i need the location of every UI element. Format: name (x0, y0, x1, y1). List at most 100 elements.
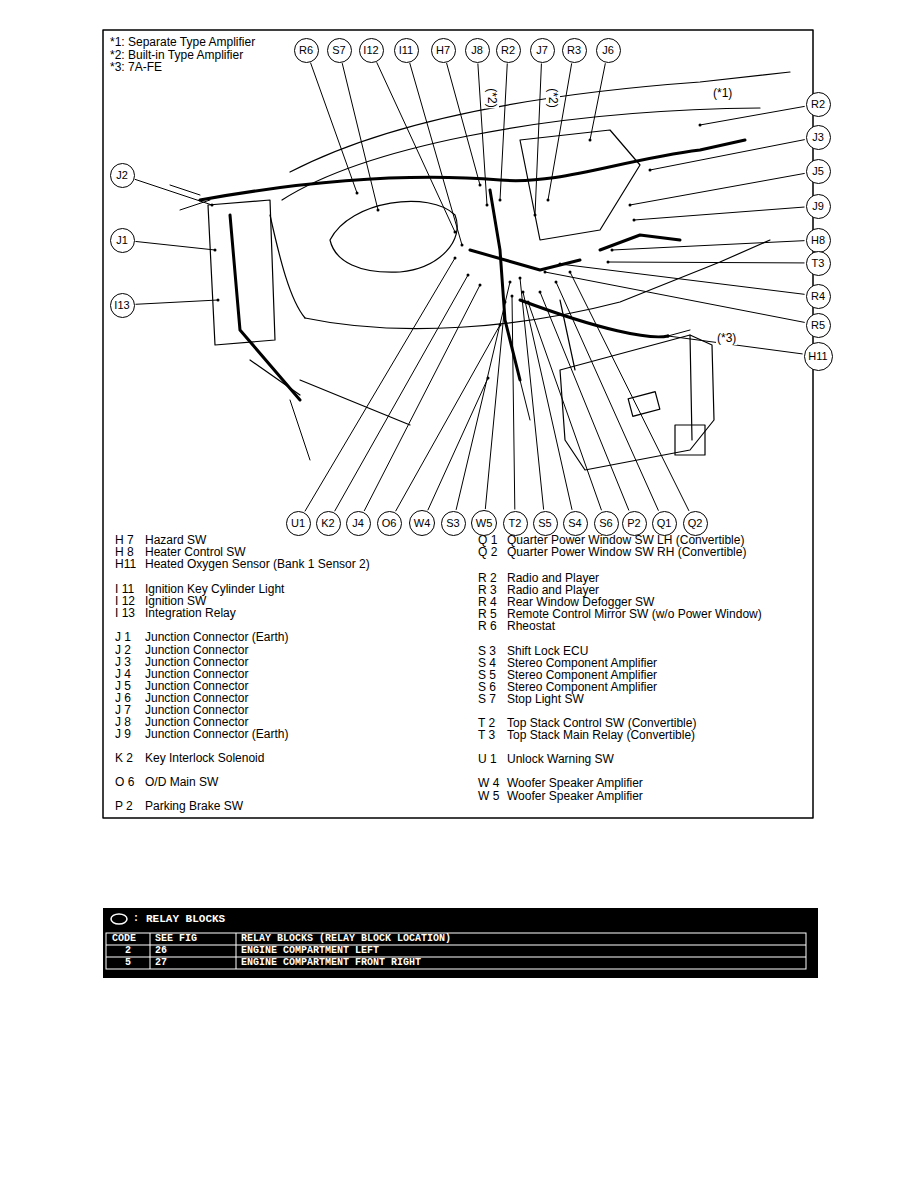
leader-line (548, 63, 572, 200)
callout-circle: R2 (806, 92, 831, 117)
leader-dot (522, 291, 525, 294)
leader-line (528, 302, 602, 510)
leader-line (650, 140, 805, 170)
leader-dot (504, 301, 507, 304)
legend-entry: Woofer Speaker Amplifier (507, 776, 643, 790)
callout-circle: J5 (806, 159, 831, 184)
leader-line (608, 262, 805, 264)
leader-line (500, 63, 507, 200)
leader-line (700, 106, 805, 125)
callout-circle: R4 (806, 284, 831, 309)
legend-entry: Key Interlock Solenoid (145, 751, 264, 765)
leader-line (590, 63, 605, 140)
callout-number: J5 (812, 165, 824, 177)
callout-circle: P2 (622, 511, 647, 536)
legend-entry: R 2 (478, 571, 497, 585)
leader-dot (667, 335, 670, 338)
legend-entry: Stop Light SW (507, 692, 584, 706)
legend-entry: Top Stack Control SW (Convertible) (507, 716, 696, 730)
table-cell: 5 (125, 957, 131, 969)
callout-circle: I11 (394, 38, 419, 63)
leader-dot (527, 301, 530, 304)
callout-number: J4 (352, 517, 364, 529)
leader-dot (547, 199, 550, 202)
legend-entry: J 9 (115, 727, 131, 741)
legend-entry: Integration Relay (145, 606, 236, 620)
callout-circle: I12 (359, 38, 384, 63)
callout-number: S4 (568, 517, 581, 529)
callout-circle: T3 (806, 251, 831, 276)
callout-number: J2 (116, 169, 128, 181)
leader-line (135, 179, 212, 205)
table-cell: : (133, 913, 139, 925)
callout-number: P2 (627, 517, 640, 529)
leader-dot (454, 231, 457, 234)
leader-line (311, 63, 357, 193)
leader-line (456, 282, 510, 510)
legend-entry: Ignition Key Cylinder Light (145, 582, 284, 596)
legend-entry: R 6 (478, 619, 497, 633)
callout-number: U1 (291, 517, 305, 529)
legend-entry: W 4 (478, 776, 499, 790)
leader-dot (589, 139, 592, 142)
leader-dot (607, 261, 610, 264)
leader-dot (629, 204, 632, 207)
leader-line (305, 258, 455, 511)
legend-entry: J 5 (115, 679, 131, 693)
callout-number: H7 (436, 44, 450, 56)
legend-entry: P 2 (115, 799, 133, 813)
callout-circle: I13 (110, 293, 135, 318)
callout-number: J1 (116, 234, 128, 246)
leader-line (612, 241, 805, 250)
callout-circle: J1 (110, 228, 135, 253)
table-cell: SEE FIG (155, 933, 197, 945)
legend-entry: J 8 (115, 715, 131, 729)
note-text: *3: 7A-FE (110, 60, 162, 74)
callout-number: J6 (602, 44, 614, 56)
callout-circle: Q2 (683, 511, 708, 536)
leader-dot (539, 291, 542, 294)
legend-entry: I 12 (115, 594, 135, 608)
legend-entry: Rear Window Defogger SW (507, 595, 654, 609)
legend-entry: S 7 (478, 692, 496, 706)
legend-entry: Junction Connector (145, 691, 248, 705)
callout-number: O6 (382, 517, 397, 529)
callout-circle: S3 (441, 511, 466, 536)
callout-number: R4 (811, 290, 825, 302)
callout-circle: O6 (377, 511, 402, 536)
callout-number: J3 (812, 131, 824, 143)
callout-circle: Q1 (652, 511, 677, 536)
leader-dot (454, 257, 457, 260)
wire-strands (170, 185, 690, 460)
note-text: (*2) (546, 87, 560, 108)
leader-line (135, 241, 215, 250)
legend-entry: R 4 (478, 595, 497, 609)
legend-entry: Stereo Component Amplifier (507, 680, 657, 694)
legend-entry: Heater Control SW (145, 545, 246, 559)
callout-circle: J2 (110, 163, 135, 188)
legend-entry: Junction Connector (145, 667, 248, 681)
legend-entry: S 3 (478, 644, 496, 658)
leader-dot (479, 284, 482, 287)
callout-number: J8 (471, 44, 483, 56)
legend-entry: J 3 (115, 655, 131, 669)
leader-dot (649, 169, 652, 172)
callout-number: Q2 (688, 517, 703, 529)
table-cell: ENGINE COMPARTMENT FRONT RIGHT (241, 957, 421, 969)
leader-line (377, 62, 455, 232)
leader-dot (534, 214, 537, 217)
callout-number: J7 (536, 44, 548, 56)
legend-entry: Ignition SW (145, 594, 206, 608)
table-cell: ENGINE COMPARTMENT LEFT (241, 945, 379, 957)
leader-dot (633, 219, 636, 222)
leader-line (135, 300, 218, 304)
legend-entry: Remote Control Mirror SW (w/o Power Wind… (507, 607, 762, 621)
callout-circle: S4 (563, 511, 588, 536)
legend-entry: I 13 (115, 606, 135, 620)
legend-entry: H11 (115, 557, 136, 571)
leader-line (535, 63, 541, 215)
legend-entry: J 6 (115, 691, 131, 705)
legend-entry: Junction Connector (Earth) (145, 630, 288, 644)
callout-number: R2 (501, 44, 515, 56)
